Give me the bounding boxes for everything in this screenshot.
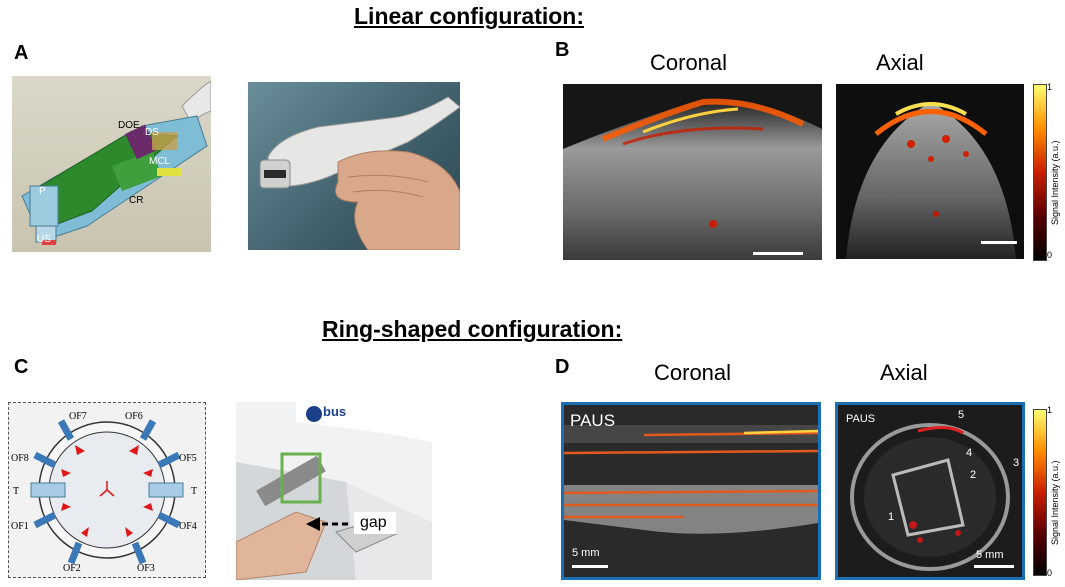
ring-axial-image: PAUS 1 2 3 4 5 5 mm — [835, 402, 1025, 580]
colorbar-b-max: 1 — [1047, 82, 1053, 92]
linear-coronal-image — [563, 84, 822, 260]
probe-in-hand-photo — [248, 82, 460, 250]
fiber-label-of1: OF1 — [11, 521, 29, 532]
colorbar-b — [1033, 84, 1047, 261]
transducer-label-left: T — [13, 486, 20, 497]
part-label-doe: DOE — [118, 120, 140, 131]
fiber-label-of4: OF4 — [179, 521, 197, 532]
arrow-label-3: 3 — [1013, 457, 1020, 469]
fiber-label-of6: OF6 — [125, 411, 143, 422]
linear-axial-image — [836, 84, 1024, 259]
arrow-label-1: 1 — [888, 511, 895, 523]
ring-device-photo: bus gap — [236, 402, 432, 580]
fiber-label-of3: OF3 — [137, 563, 155, 574]
colorbar-b-title: Signal Intensity (a.u.) — [1050, 140, 1060, 225]
scale-label-axial: 5 mm — [976, 549, 1004, 561]
arrow-label-5: 5 — [958, 409, 965, 421]
colorbar-d-min: 0 — [1047, 568, 1053, 578]
fiber-label-of5: OF5 — [179, 453, 197, 464]
linear-config-title: Linear configuration: — [354, 3, 584, 29]
part-label-us: US — [37, 234, 51, 245]
panel-label-c: C — [14, 356, 29, 378]
paus-label-axial: PAUS — [846, 413, 876, 425]
colorbar-d-max: 1 — [1047, 405, 1053, 415]
part-label-ds: DS — [145, 127, 159, 138]
ring-config-title: Ring-shaped configuration: — [322, 316, 623, 342]
colorbar-d — [1033, 409, 1047, 576]
panel-d-axial-label: Axial — [880, 360, 928, 385]
brand-text: bus — [323, 404, 347, 419]
gap-label: gap — [360, 514, 387, 531]
scale-label-coronal: 5 mm — [572, 547, 600, 559]
panel-b-coronal-label: Coronal — [650, 50, 728, 75]
part-label-mcl: MCL — [149, 156, 171, 167]
probe-cad-image: DOE DS MCL P CR US — [12, 76, 211, 252]
fiber-label-of8: OF8 — [11, 453, 29, 464]
panel-label-b: B — [555, 39, 570, 61]
fiber-label-of7: OF7 — [69, 411, 87, 422]
ring-schematic: OF7 OF6 OF8 OF5 T T OF1 OF4 OF2 OF3 — [8, 402, 206, 578]
transducer-label-right: T — [191, 486, 198, 497]
fiber-label-of2: OF2 — [63, 563, 81, 574]
ring-coronal-image: PAUS 5 mm — [561, 402, 821, 580]
panel-d-coronal-label: Coronal — [654, 360, 732, 385]
arrow-label-2: 2 — [970, 469, 977, 481]
colorbar-b-min: 0 — [1047, 250, 1053, 260]
part-label-p: P — [39, 186, 46, 197]
panel-label-d: D — [555, 356, 570, 378]
part-label-cr: CR — [129, 195, 144, 206]
paus-label-coronal: PAUS — [570, 411, 616, 430]
arrow-label-4: 4 — [966, 447, 973, 459]
colorbar-d-title: Signal Intensity (a.u.) — [1050, 460, 1060, 545]
panel-label-a: A — [14, 42, 29, 64]
panel-b-axial-label: Axial — [876, 50, 924, 75]
